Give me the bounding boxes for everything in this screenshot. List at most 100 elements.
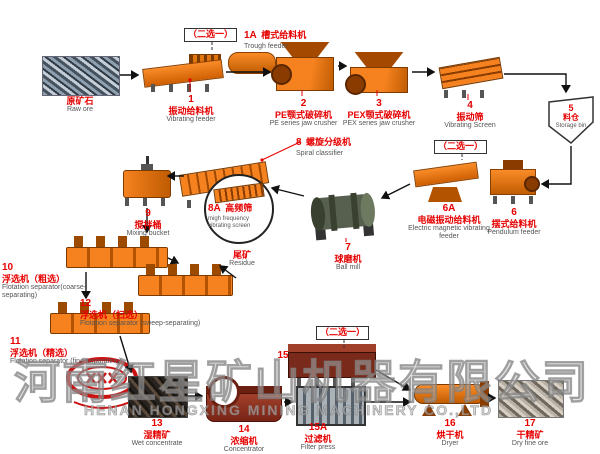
filter-option-machine bbox=[288, 344, 376, 386]
node-number: 16 bbox=[444, 418, 456, 429]
flywheel-icon bbox=[345, 74, 366, 95]
crusher-hopper bbox=[280, 42, 330, 57]
label-high-frequency-screen: 8A 高频筛 migh frequency vibrating screen bbox=[208, 198, 268, 230]
node-name-zh: 浮选机（精选） bbox=[10, 347, 74, 358]
node-name-en: Electric magnetic vibrating feeder bbox=[408, 224, 490, 240]
node-name-en: PEX series jaw crusher bbox=[342, 119, 416, 127]
dryer-stand bbox=[422, 404, 436, 416]
machine-legs bbox=[493, 196, 533, 204]
node-name-en: PE series jaw crusher bbox=[269, 119, 338, 127]
node-number: 8 bbox=[296, 137, 302, 148]
storage-bin-shape bbox=[548, 96, 594, 144]
feeder-chute bbox=[413, 161, 479, 188]
node-name-zh: 干精矿 bbox=[516, 429, 544, 440]
node-name-en: Pendulum feeder bbox=[487, 228, 541, 236]
node-name-zh: 电磁振动给料机 bbox=[417, 214, 481, 225]
concentrator-rail bbox=[206, 386, 282, 393]
node-name-zh: 球磨机 bbox=[334, 253, 362, 264]
flotation-coarse-machine bbox=[66, 236, 168, 270]
node-name-en: Flotation separator(coarse-separating) bbox=[2, 283, 87, 299]
node-name-en: Mixing bucket bbox=[126, 229, 170, 237]
motor-icon bbox=[141, 164, 153, 170]
arrow-feeder-to-mill bbox=[380, 183, 411, 200]
node-number: 15A bbox=[308, 422, 328, 433]
node-name-en: Wet concentrate bbox=[131, 439, 183, 447]
node-number: 1A bbox=[244, 30, 257, 41]
node-number: 12 bbox=[80, 298, 92, 309]
arrow-bin-to-feeder bbox=[540, 146, 572, 189]
label-flotation-coarse: 10 浮选机（粗选） Flotation separator(coarse-se… bbox=[2, 262, 114, 300]
label-vibrating-screen: 4 振动筛 Vibrating Screen bbox=[424, 100, 516, 130]
choose-one-label: （二选一） bbox=[184, 28, 238, 42]
filter-press-machine bbox=[296, 386, 366, 426]
high-frequency-screen-circle bbox=[204, 174, 274, 244]
mixing-bucket-machine bbox=[120, 156, 174, 206]
dryer-cylinder bbox=[414, 384, 486, 404]
node-number: 13 bbox=[151, 418, 163, 429]
screen-deck bbox=[438, 56, 504, 90]
flotation-cells bbox=[138, 275, 233, 296]
flotation-motors bbox=[74, 236, 160, 247]
raw-ore-photo bbox=[42, 56, 120, 96]
node-name-en: migh frequency vibrating screen bbox=[208, 216, 251, 230]
node-number: 3 bbox=[376, 98, 382, 109]
label-storage-bin: 5 料仓 Storage bin bbox=[548, 103, 594, 129]
node-name-en: Residue bbox=[229, 260, 255, 268]
node-name-zh: 料仓 bbox=[563, 113, 579, 123]
node-name-en: Vibrating feeder bbox=[166, 115, 216, 123]
crusher-hopper bbox=[354, 52, 404, 67]
ball-mill-machine bbox=[304, 181, 383, 245]
node-name-en: Ball mill bbox=[335, 263, 361, 271]
arrow-coarse-to-sweep bbox=[167, 255, 180, 265]
ball-mill-drawing bbox=[310, 192, 375, 241]
arrow-mill-to-classifier bbox=[270, 184, 305, 197]
node-name-en: Flotation separator (sweep-separating) bbox=[80, 319, 201, 327]
dryer-head bbox=[480, 381, 489, 407]
label-wet-concentrate: 13 湿精矿 Wet concentrate bbox=[126, 418, 188, 448]
feeder-body bbox=[490, 169, 540, 195]
wet-concentrate-photo bbox=[128, 376, 188, 418]
label-residue: 尾矿 Residue bbox=[214, 250, 270, 268]
node-number: 9 bbox=[145, 208, 151, 219]
node-name-zh: 槽式给料机 bbox=[261, 30, 307, 40]
node-name-zh: 搅拌桶 bbox=[134, 219, 162, 230]
flotation-cells bbox=[66, 247, 168, 268]
node-name-zh: 振动筛 bbox=[456, 111, 484, 122]
label-filter-press: 15A 过滤机 Filter press bbox=[286, 422, 350, 452]
node-name-zh: 浮选机（扫选） bbox=[80, 309, 144, 320]
node-name-zh: 烘干机 bbox=[436, 429, 464, 440]
electromagnetic-feeder-machine bbox=[412, 158, 480, 202]
storage-bin-pentagon bbox=[548, 96, 594, 144]
machine-legs bbox=[444, 90, 496, 98]
node-name-en: Filter press bbox=[300, 443, 336, 451]
vibrating-screen-machine bbox=[438, 54, 504, 98]
label-spiral-classifier: 8 螺旋分级机 Spiral classifier bbox=[296, 132, 406, 158]
node-number: 11 bbox=[10, 336, 21, 347]
label-trough-feeder: 1A 槽式给料机 Trough feeder bbox=[244, 25, 322, 51]
node-name-zh: 湿精矿 bbox=[143, 429, 171, 440]
node-number: 5 bbox=[568, 103, 574, 113]
label-electromagnetic-feeder: 6A 电磁振动给料机 Electric magnetic vibrating f… bbox=[404, 203, 494, 241]
label-ball-mill: 7 球磨机 Ball mill bbox=[316, 242, 380, 272]
node-name-zh: 浮选机（粗选） bbox=[2, 273, 66, 284]
label-dryer: 16 烘干机 Dryer bbox=[418, 418, 482, 448]
flywheel-icon bbox=[524, 176, 540, 192]
choose-one-label: （二选一） bbox=[434, 140, 488, 154]
node-number: 6 bbox=[511, 207, 517, 218]
label-filter-option: 15 bbox=[274, 350, 292, 362]
arrow-option-to-dryer bbox=[375, 369, 412, 391]
label-raw-ore: 原矿石 Raw ore bbox=[48, 96, 112, 114]
node-name-en: Raw ore bbox=[66, 106, 94, 114]
label-concentrator: 14 浓缩机 Concentrator bbox=[212, 424, 276, 454]
node-name-zh: PE颚式破碎机 bbox=[274, 109, 332, 120]
flotation-fine-machine bbox=[50, 302, 150, 334]
node-name-zh: 浓缩机 bbox=[230, 435, 258, 446]
node-name-zh: 高频筛 bbox=[225, 203, 253, 213]
node-name-en: Dryer bbox=[441, 439, 459, 447]
node-name-zh: 过滤机 bbox=[304, 433, 332, 444]
concentrator-machine bbox=[206, 376, 282, 424]
node-name-en: Flotation separator (fine-separating) bbox=[10, 357, 122, 365]
label-dry-fine-ore: 17 干精矿 Dry fine ore bbox=[500, 418, 560, 448]
flotation-motors bbox=[146, 264, 225, 275]
node-name-en: Trough feeder bbox=[244, 43, 288, 51]
